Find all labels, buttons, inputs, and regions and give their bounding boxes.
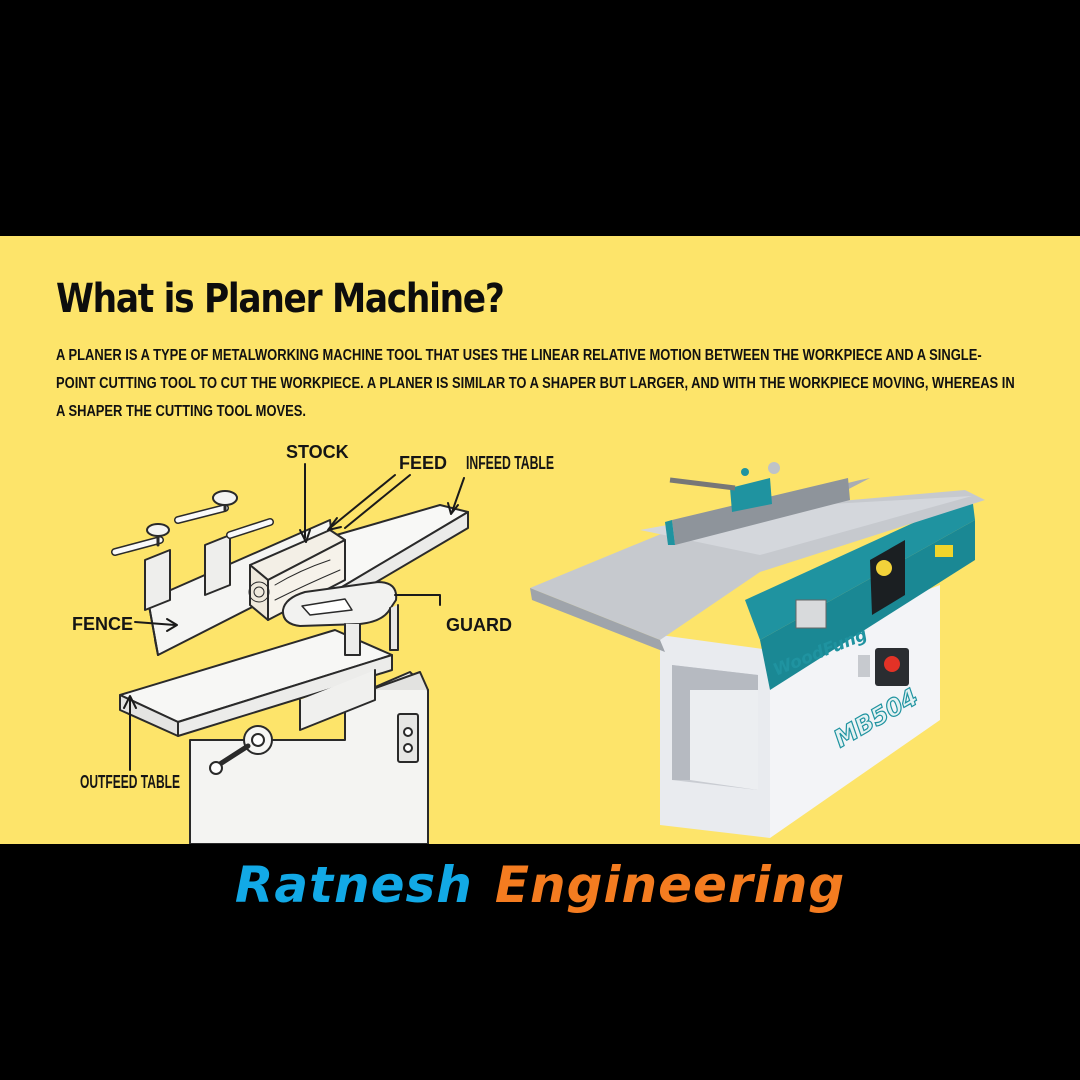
description-text: A planer is a type of metalworking machi… (56, 347, 1015, 420)
label-guard: GUARD (446, 615, 512, 635)
label-outfeed-table: OUTFEED TABLE (80, 772, 180, 792)
footer-brand: Ratnesh Engineering (0, 856, 1080, 914)
label-feed: FEED (399, 453, 447, 473)
label-infeed-table: INFEED TABLE (466, 453, 554, 473)
guard-shape (281, 581, 399, 656)
label-stock: STOCK (286, 442, 349, 462)
machine-fence (665, 462, 850, 545)
brand-logo-text: Ratnesh Engineering (235, 856, 845, 914)
woodfung-machine-photo: WoodFung MB504 (530, 462, 985, 838)
label-fence: FENCE (72, 614, 133, 634)
brand-second-word: Engineering (494, 856, 846, 914)
machine-switch-box (858, 648, 909, 686)
outfeed-table-shape (119, 629, 393, 737)
base-cabinet (189, 671, 429, 844)
brand-first-word: Ratnesh (234, 856, 473, 914)
page-title: What is Planer Machine? (56, 276, 505, 322)
leader-lines (123, 463, 465, 771)
machine-teal-body (745, 496, 975, 690)
stock-shape (248, 529, 346, 621)
planer-diagram: STOCK FEED INFEED TABLE FENCE GUARD OUTF… (72, 442, 554, 844)
